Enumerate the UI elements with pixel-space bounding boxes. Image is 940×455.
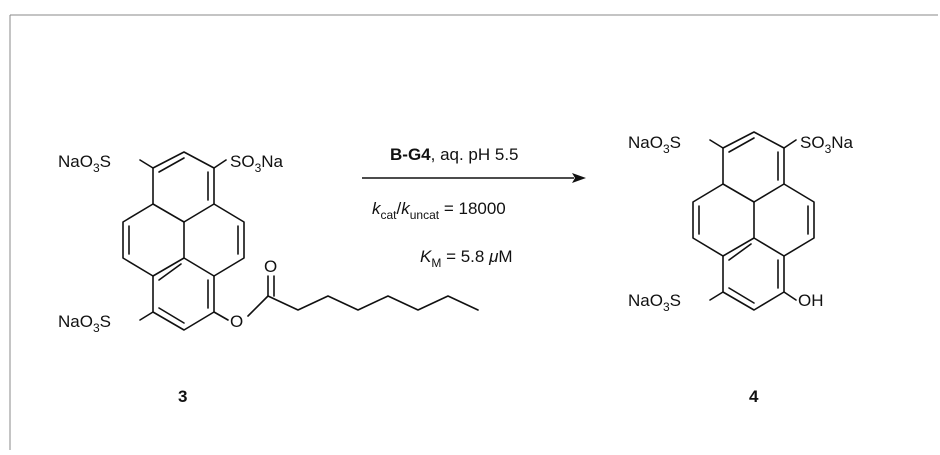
compound-4-so3na-top-right: SO3Na	[800, 133, 854, 156]
compound-3-so3na-top-left: NaO3S	[58, 152, 111, 175]
compound-4-label: 4	[749, 387, 759, 406]
compound-3-ester-oxygen: O	[230, 312, 243, 331]
reaction-catalyst-conditions: B-G4, aq. pH 5.5	[390, 145, 519, 164]
km-value: KM = 5.8 μM	[420, 247, 513, 270]
compound-3-so3na-bottom-left: NaO3S	[58, 312, 111, 335]
compound-3-carbonyl-oxygen: O	[264, 257, 277, 276]
compound-4-hydroxyl: OH	[798, 291, 824, 310]
compound-4-so3na-bottom-left: NaO3S	[628, 291, 681, 314]
compound-3-structure	[122, 151, 479, 331]
frame-border	[9, 14, 938, 450]
reaction-arrow	[362, 173, 586, 183]
compound-3-so3na-top-right: SO3Na	[230, 152, 284, 175]
kcat-kuncat-ratio: kcat/kuncat = 18000	[372, 199, 506, 222]
compound-3-label: 3	[178, 387, 187, 406]
compound-4-structure	[692, 131, 815, 311]
compound-4-so3na-top-left: NaO3S	[628, 133, 681, 156]
